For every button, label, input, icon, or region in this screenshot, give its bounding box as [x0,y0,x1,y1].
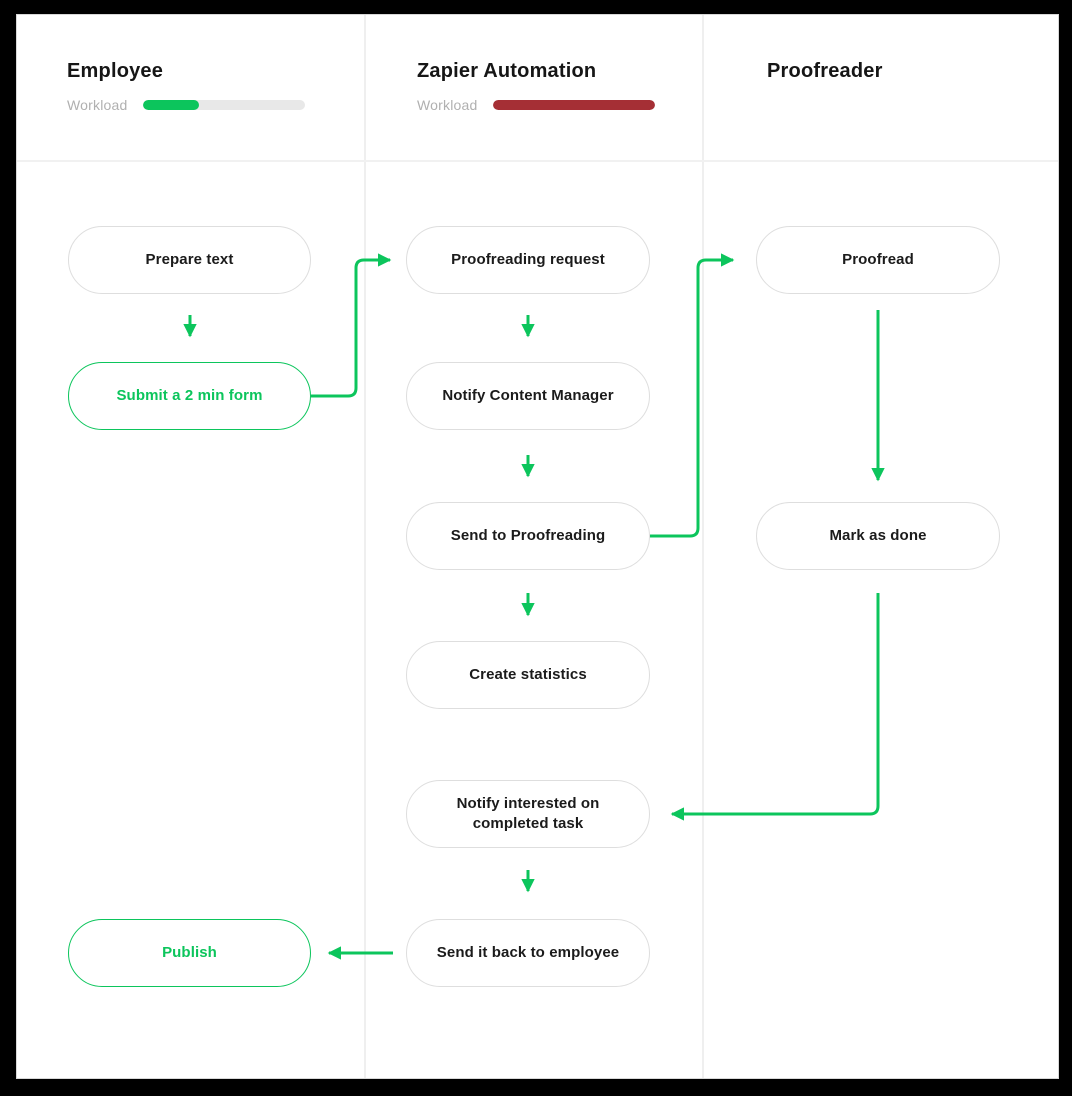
node-publish: Publish [68,919,311,987]
lane-header-zapier: Zapier Automation Workload [417,59,656,113]
node-send-to-proofreading: Send to Proofreading [406,502,650,570]
workload-bar-zapier [493,100,656,110]
lane-title-proofreader: Proofreader [767,60,883,82]
header-divider [17,160,1058,162]
edge-submit-to-request [311,253,392,398]
node-notify-interested: Notify interested on completed task [406,780,650,848]
node-submit-form: Submit a 2 min form [68,362,311,430]
node-create-statistics: Create statistics [406,641,650,709]
node-proofreading-request: Proofreading request [406,226,650,294]
lane-header-employee: Employee Workload [67,59,306,113]
node-label: Notify interested on completed task [456,794,600,832]
lane-title-employee: Employee [67,60,164,82]
node-label: Prepare text [145,250,234,268]
workload-bar-employee [143,100,306,110]
lane-divider-1 [364,15,366,1078]
node-send-back: Send it back to employee [406,919,650,987]
node-label: Create statistics [469,665,587,683]
node-label: Mark as done [829,526,927,544]
lane-divider-2 [702,15,704,1078]
lane-header-proofreader: Proofreader [767,59,883,83]
flowchart-canvas: Employee Workload Zapier Automation Work… [17,15,1058,1078]
node-proofread: Proofread [756,226,1000,294]
node-label: Proofread [842,250,914,268]
node-label: Send to Proofreading [450,526,606,544]
workload-bar-fill [143,100,199,110]
edge-send-to-proofread [650,253,735,538]
workload-bar-fill [493,100,656,110]
node-notify-content-manager: Notify Content Manager [406,362,650,430]
node-label: Send it back to employee [436,943,620,961]
node-label: Notify Content Manager [442,386,614,404]
node-label: Proofreading request [451,250,605,268]
node-label: Submit a 2 min form [116,386,263,404]
workload-label: Workload [67,97,128,113]
lane-title-zapier: Zapier Automation [417,60,597,82]
workload-label: Workload [417,97,478,113]
node-label: Publish [162,943,217,961]
workload-indicator-employee: Workload [67,97,306,113]
node-prepare-text: Prepare text [68,226,311,294]
workload-indicator-zapier: Workload [417,97,656,113]
node-mark-as-done: Mark as done [756,502,1000,570]
